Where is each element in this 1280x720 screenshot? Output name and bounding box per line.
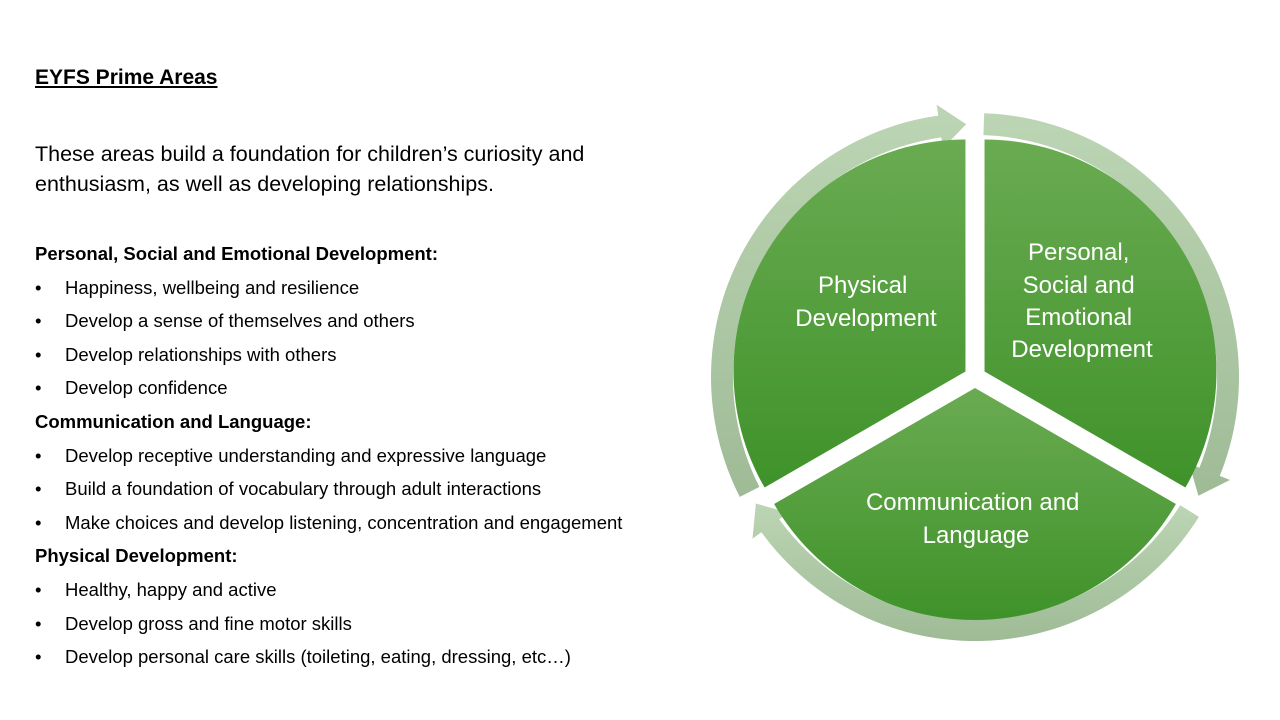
bullet: • xyxy=(35,578,42,600)
bullet: • xyxy=(35,276,42,298)
list-item-text: Healthy, happy and active xyxy=(65,578,277,600)
wedge-label-communication: Communication and Language xyxy=(866,489,1086,549)
list-item: • Develop gross and fine motor skills xyxy=(35,610,622,644)
cycle-arrow xyxy=(983,113,1240,496)
wedge-physical-development xyxy=(733,139,966,488)
cycle-arrow xyxy=(711,104,967,497)
wedge-label-pse: Personal, Social and Emotional Developme… xyxy=(1011,239,1153,363)
list-item: • Healthy, happy and active xyxy=(35,576,622,610)
bullet: • xyxy=(35,310,42,332)
list-item-text: Develop personal care skills (toileting,… xyxy=(65,646,571,668)
bullet: • xyxy=(35,646,42,668)
bullet: • xyxy=(35,377,42,399)
section-heading: Communication and Language: xyxy=(35,410,312,432)
list-item: • Build a foundation of vocabulary throug… xyxy=(35,475,622,509)
list-item: • Develop personal care skills (toileting… xyxy=(35,643,622,677)
list-item: • Develop confidence xyxy=(35,374,622,408)
list-item-text: Develop receptive understanding and expr… xyxy=(65,444,547,466)
wedge-communication-language xyxy=(774,388,1176,620)
bullet: • xyxy=(35,511,42,533)
wedge-personal-social-emotional xyxy=(984,139,1217,488)
bullet: • xyxy=(35,612,42,634)
prime-areas-list: Personal, Social and Emotional Developme… xyxy=(35,240,622,677)
section-heading: Physical Development: xyxy=(35,545,238,567)
bullet: • xyxy=(35,343,42,365)
list-item: • Develop receptive understanding and exp… xyxy=(35,442,622,476)
wedge-label-physical: Physical Development xyxy=(795,272,937,332)
list-item-text: Make choices and develop listening, conc… xyxy=(65,511,623,533)
page-title: EYFS Prime Areas xyxy=(35,66,218,89)
list-item: • Happiness, wellbeing and resilience xyxy=(35,274,622,308)
section-heading: Personal, Social and Emotional Developme… xyxy=(35,243,438,264)
list-item-text: Build a foundation of vocabulary through… xyxy=(65,478,542,500)
list-item-text: Develop a sense of themselves and others xyxy=(65,310,415,332)
bullet: • xyxy=(35,444,42,466)
list-item-text: Develop confidence xyxy=(65,377,228,399)
list-item: • Develop a sense of themselves and other… xyxy=(35,307,622,341)
list-item-text: Develop gross and fine motor skills xyxy=(65,612,352,634)
bullet: • xyxy=(35,478,42,500)
list-item: • Develop relationships with others xyxy=(35,341,622,375)
cycle-arrow xyxy=(752,503,1199,642)
list-item-text: Develop relationships with others xyxy=(65,343,337,365)
list-item: • Make choices and develop listening, con… xyxy=(35,509,622,543)
list-item-text: Happiness, wellbeing and resilience xyxy=(65,276,360,298)
intro-text: These areas build a foundation for child… xyxy=(35,142,585,196)
